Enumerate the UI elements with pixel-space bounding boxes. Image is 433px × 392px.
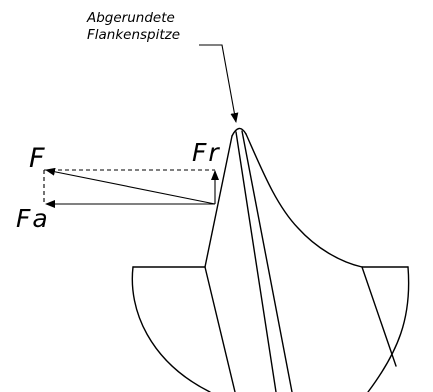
annotation-leader (199, 44, 239, 123)
gear-tooth (204, 127, 363, 392)
gear-base (131, 266, 410, 392)
base-right-edge (361, 266, 397, 367)
tooth-right-flank (245, 133, 363, 268)
tooth-inner-line-1 (235, 131, 277, 392)
annotation-label: Abgerundete Flankenspitze (87, 10, 180, 44)
base-left-arc (131, 266, 211, 392)
force-f-arrow (45, 167, 216, 205)
tooth-left-flank (204, 135, 233, 268)
force-f-label: F (29, 143, 47, 174)
base-left-edge (204, 266, 236, 392)
base-right-arc (367, 266, 410, 392)
tooth-rounded-tip (231, 127, 247, 137)
annotation-line-1: Abgerundete (87, 10, 175, 26)
force-vectors (43, 167, 219, 208)
annotation-line-2: Flankenspitze (87, 27, 181, 43)
force-fa-label: Fa (16, 204, 50, 233)
tooth-inner-line-2 (241, 130, 293, 392)
force-fr-label: Fr (192, 138, 221, 167)
